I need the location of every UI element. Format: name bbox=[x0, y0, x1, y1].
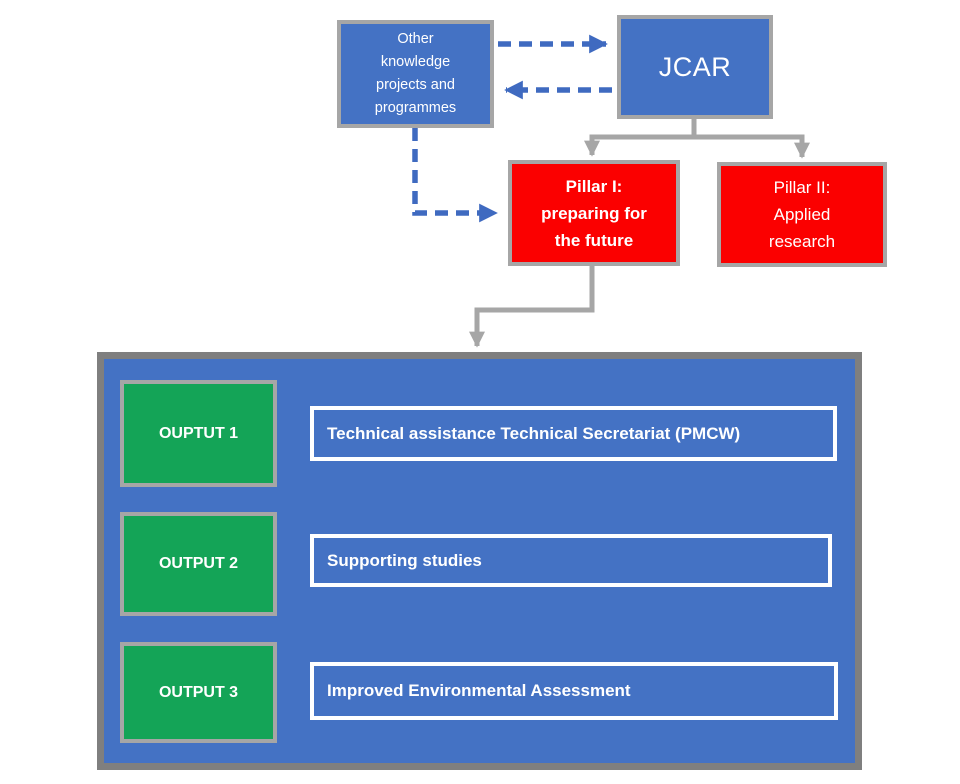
pillar1-line-1: Pillar I: bbox=[565, 176, 623, 196]
output1-description: Technical assistance Technical Secretari… bbox=[327, 423, 741, 443]
jcar-box: JCAR bbox=[617, 15, 773, 119]
other-box-line-1: Other bbox=[397, 31, 434, 47]
output2-description-box: Supporting studies bbox=[310, 534, 832, 587]
output1-description-box: Technical assistance Technical Secretari… bbox=[310, 406, 837, 461]
output3-description: Improved Environmental Assessment bbox=[327, 681, 631, 700]
output3-label: OUTPUT 3 bbox=[158, 683, 239, 701]
outputs-panel: OUPTUT 1 Technical assistance Technical … bbox=[97, 352, 862, 770]
output3-description-box: Improved Environmental Assessment bbox=[310, 662, 838, 720]
other-box-line-4: programmes bbox=[374, 100, 457, 116]
pillar2-line-2: Applied bbox=[773, 205, 831, 224]
output2-label: OUTPUT 2 bbox=[158, 555, 239, 572]
other-box-line-2: knowledge bbox=[380, 54, 451, 70]
pillar1-line-3: the future bbox=[554, 230, 634, 250]
pillar2-box: Pillar II: Applied research bbox=[717, 162, 887, 267]
pillar1-line-2: preparing for bbox=[541, 203, 647, 223]
output1-label: OUPTUT 1 bbox=[158, 424, 239, 442]
arrow-other-to-pillar1 bbox=[412, 128, 498, 223]
other-box-line-3: projects and bbox=[376, 77, 455, 93]
pillar2-line-1: Pillar II: bbox=[773, 178, 831, 197]
other-knowledge-box: Other knowledge projects and programmes bbox=[337, 20, 494, 128]
arrow-pillar1-to-outputs bbox=[468, 265, 595, 348]
pillar2-line-3: research bbox=[768, 232, 836, 251]
output2-description: Supporting studies bbox=[327, 550, 482, 570]
output3-label-box: OUTPUT 3 bbox=[120, 642, 277, 743]
output1-label-box: OUPTUT 1 bbox=[120, 380, 277, 487]
output2-label-box: OUTPUT 2 bbox=[120, 512, 277, 616]
jcar-label: JCAR bbox=[658, 51, 732, 82]
pillar1-box: Pillar I: preparing for the future bbox=[508, 160, 680, 266]
